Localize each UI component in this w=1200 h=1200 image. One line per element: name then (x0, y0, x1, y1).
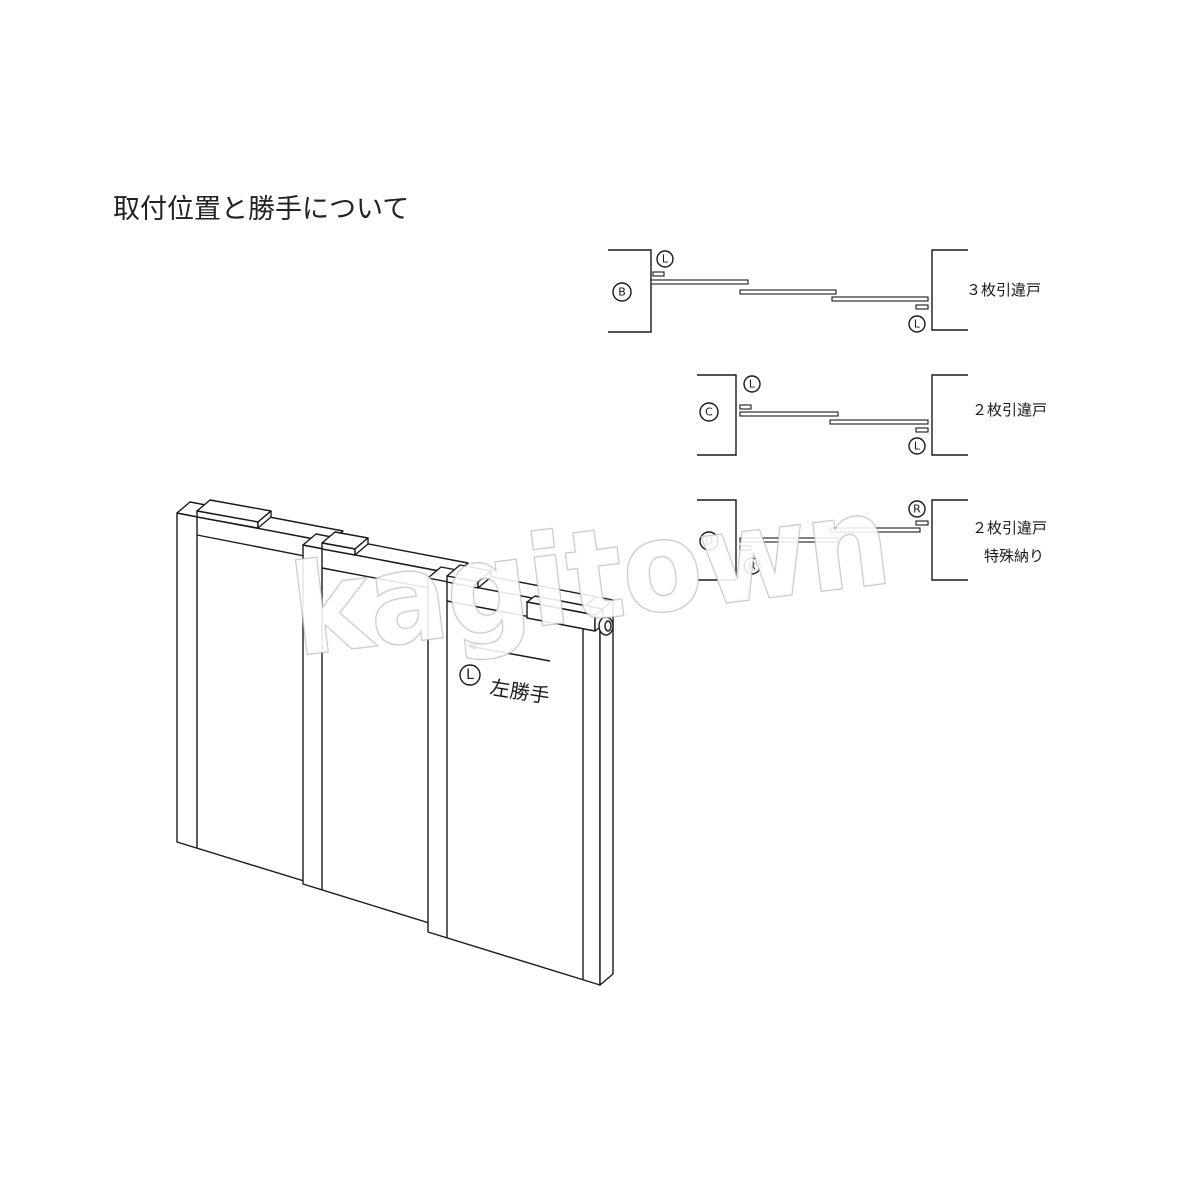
door-panel-3 (831, 296, 929, 302)
closer-right (915, 427, 929, 433)
handing-mark-right: L (908, 315, 926, 333)
handing-text: L (914, 440, 921, 453)
plan-caption: ２枚引違戸 (972, 519, 1047, 537)
plan-label-b: B (612, 282, 632, 302)
top-guide-block (321, 531, 369, 556)
plan-diagram-d: D R R ２枚引違戸 特殊納り (697, 499, 1047, 581)
door-panel-2 (829, 419, 929, 425)
handing-circle (908, 437, 926, 455)
left-wall (697, 374, 737, 456)
plan-label-text: B (618, 286, 626, 299)
handing-mark-left: L (743, 375, 761, 393)
top-guide-block (196, 499, 272, 529)
door-side-face (599, 599, 614, 986)
closer-left (739, 545, 752, 551)
arrow-shaft (473, 646, 551, 662)
handing-mark-text: L (466, 667, 474, 683)
plan-diagram-b: B L L ３枚引違戸 (608, 249, 1041, 333)
handing-text: L (662, 253, 669, 266)
label-circle (699, 402, 719, 422)
label-circle (699, 531, 719, 551)
closer-right (915, 520, 929, 526)
right-wall (931, 374, 968, 456)
handing-circle (459, 664, 481, 686)
door-panel-1 (739, 537, 839, 543)
plan-caption: ３枚引違戸 (966, 281, 1041, 299)
closer-left (652, 271, 665, 277)
plan-label-c: C (699, 402, 719, 422)
door-closer-unit (526, 595, 614, 636)
handing-circle (908, 315, 926, 333)
plan-caption: ２枚引違戸 (972, 401, 1047, 419)
handing-circle (908, 500, 926, 518)
closer-left (739, 404, 752, 410)
handing-circle (743, 557, 761, 575)
door-panel-1 (650, 279, 749, 285)
handing-mark-left: L (656, 250, 674, 268)
closer-right (915, 304, 929, 310)
handing-text: L (914, 318, 921, 331)
plan-label-text: C (705, 406, 713, 419)
left-wall (608, 249, 652, 333)
right-wall (931, 249, 968, 331)
top-guide-block (446, 564, 492, 589)
plan-caption-sub: 特殊納り (984, 547, 1044, 565)
door-panel-2 (829, 527, 921, 533)
handing-text: R (748, 560, 756, 573)
handing-text: R (913, 503, 921, 516)
plan-label-d: D (699, 531, 719, 551)
handing-mark-right: L (908, 437, 926, 455)
door-perspective-view: L 左勝手 (176, 499, 614, 986)
handing-circle (743, 375, 761, 393)
right-wall (931, 499, 968, 581)
handing-text: L (749, 378, 756, 391)
plan-diagram-c: C L L ２枚引違戸 (697, 374, 1047, 456)
door-3: L 左勝手 (427, 564, 614, 986)
handing-mark-right: R (908, 500, 926, 518)
label-circle (612, 282, 632, 302)
arrow-left-icon (466, 643, 477, 651)
door-panel-2 (739, 289, 837, 295)
left-wall (697, 499, 737, 581)
handing-circle (656, 250, 674, 268)
page-title: 取付位置と勝手について (113, 194, 410, 225)
door-2 (302, 531, 469, 932)
closer-cylinder-cap (604, 620, 612, 632)
door-panel-1 (739, 411, 839, 417)
plan-label-text: D (705, 535, 713, 548)
handing-mark-left: R (743, 557, 761, 575)
